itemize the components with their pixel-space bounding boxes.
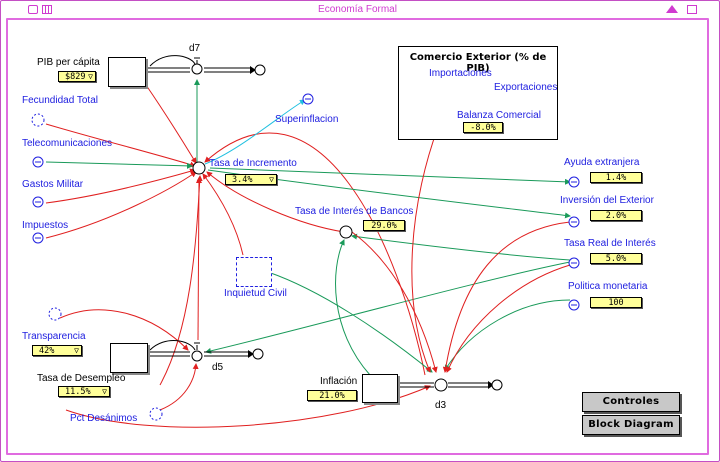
fecundidad-label: Fecundidad Total <box>22 95 98 106</box>
importaciones-label: Importaciones <box>429 68 492 79</box>
telecom-label: Telecomunicaciones <box>22 138 113 149</box>
tasa-interes-value: 29.0% <box>363 220 405 231</box>
transparencia-label: Transparencia <box>22 331 86 342</box>
superinflacion-label: Superinflacion <box>275 114 339 125</box>
inflacion-label: Inflación <box>320 376 358 387</box>
controles-button[interactable]: Controles <box>582 392 680 412</box>
pct-label: Pct Desánimos <box>70 413 138 424</box>
d3-label: d3 <box>435 400 447 411</box>
stock-inquietud[interactable] <box>236 257 272 287</box>
grid-icon[interactable] <box>42 5 52 14</box>
exportaciones-label: Exportaciones <box>494 82 558 93</box>
politica-value: 100 <box>590 297 642 308</box>
window-menu-icon[interactable] <box>28 5 38 14</box>
desempleo-label: Tasa de Desempleo <box>37 373 126 384</box>
window-title: Economía Formal <box>318 4 397 15</box>
politica-label: Politica monetaria <box>568 281 648 292</box>
collapse-icon[interactable] <box>666 5 678 13</box>
inversion-value: 2.0% <box>590 210 642 221</box>
stock-desempleo[interactable] <box>110 343 148 373</box>
title-bar: Economía Formal <box>6 2 709 17</box>
stock-pib[interactable] <box>108 57 146 87</box>
stock-inflacion[interactable] <box>362 374 398 403</box>
pib-label: PIB per cápita <box>37 57 100 68</box>
diagram-canvas <box>6 18 709 455</box>
inquietud-label: Inquietud Civil <box>224 288 287 299</box>
inversion-label: Inversión del Exterior <box>560 195 654 206</box>
group-title: Comercio Exterior (% de PIB) <box>409 52 547 74</box>
ayuda-label: Ayuda extranjera <box>564 157 640 168</box>
tasa-real-value: 5.0% <box>590 253 642 264</box>
transparencia-value[interactable]: 42% <box>32 345 82 356</box>
inflacion-value: 21.0% <box>307 390 357 401</box>
impuestos-label: Impuestos <box>22 220 69 231</box>
pib-value[interactable]: $829 <box>58 71 96 82</box>
gastos-label: Gastos Militar <box>22 179 84 190</box>
tasa-inc-label: Tasa de Incremento <box>209 158 297 169</box>
d7-label: d7 <box>189 43 201 54</box>
tasa-real-label: Tasa Real de Interés <box>564 238 656 249</box>
block-diagram-button[interactable]: Block Diagram <box>582 415 680 435</box>
balanza-value: -8.0% <box>463 122 503 133</box>
balanza-label: Balanza Comercial <box>457 110 541 121</box>
desempleo-value[interactable]: 11.5% <box>58 386 110 397</box>
tasa-interes-label: Tasa de Interés de Bancos <box>295 206 414 217</box>
tasa-inc-value[interactable]: 3.4% <box>225 174 277 185</box>
zoom-icon[interactable] <box>687 5 697 14</box>
ayuda-value: 1.4% <box>590 172 642 183</box>
d5-label: d5 <box>212 362 224 373</box>
